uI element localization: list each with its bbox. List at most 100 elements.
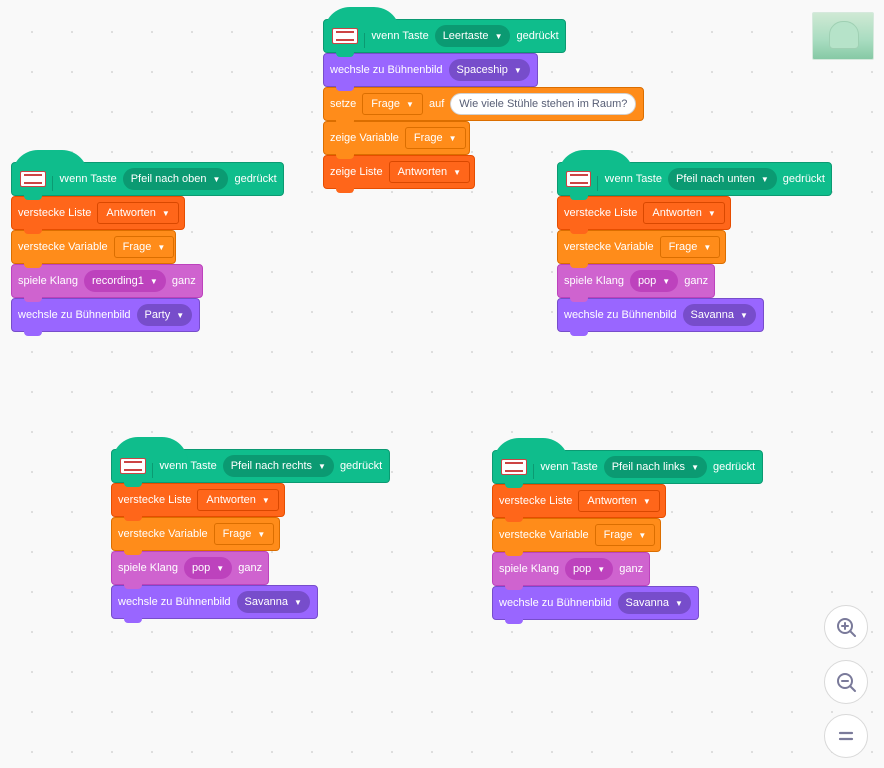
chevron-down-icon: ▼: [707, 208, 716, 218]
block-hide-list[interactable]: verstecke Liste Antworten▼: [492, 484, 666, 522]
backdrop-dropdown[interactable]: Savanna▼: [236, 591, 310, 613]
block-hide-variable[interactable]: verstecke Variable Frage▼: [11, 230, 176, 268]
variable-dropdown[interactable]: Frage▼: [113, 236, 175, 258]
backdrop-dropdown[interactable]: Spaceship▼: [448, 59, 530, 81]
chevron-down-icon: ▼: [161, 208, 170, 218]
chevron-down-icon: ▼: [703, 242, 712, 252]
variable-dropdown[interactable]: Frage▼: [659, 236, 721, 258]
block-label: verstecke Liste: [118, 494, 192, 506]
variable-dropdown[interactable]: Frage▼: [213, 523, 275, 545]
list-dropdown[interactable]: Antworten▼: [578, 490, 660, 512]
backdrop-dropdown[interactable]: Savanna▼: [617, 592, 691, 614]
list-dropdown[interactable]: Antworten▼: [643, 202, 725, 224]
reset-zoom-button[interactable]: [824, 714, 868, 758]
block-play-sound-until-done[interactable]: spiele Klang pop▼ ganz: [111, 551, 269, 589]
block-label: wechsle zu Bühnenbild: [564, 309, 677, 321]
hat-suffix: gedrückt: [339, 460, 383, 472]
chevron-down-icon: ▼: [691, 462, 699, 472]
script-down[interactable]: Wenn Taste Pfeil nach unten▼ gedrückt ve…: [557, 150, 832, 336]
key-dropdown[interactable]: Pfeil nach oben▼: [122, 168, 229, 190]
sound-dropdown[interactable]: pop▼: [629, 270, 679, 292]
block-switch-backdrop[interactable]: wechsle zu Bühnenbild Savanna▼: [557, 298, 764, 336]
block-play-sound-until-done[interactable]: spiele Klang recording1▼ ganz: [11, 264, 203, 302]
block-tail: ganz: [684, 275, 709, 287]
block-label: spiele Klang: [564, 275, 624, 287]
chevron-down-icon: ▼: [406, 99, 414, 109]
keyboard-icon: [501, 459, 527, 475]
block-label: wechsle zu Bühnenbild: [18, 309, 131, 321]
hat-block-key-pressed[interactable]: Wenn Taste Pfeil nach links▼ gedrückt: [492, 438, 763, 488]
block-label: verstecke Liste: [499, 495, 573, 507]
chevron-down-icon: ▼: [149, 276, 158, 286]
chevron-down-icon: ▼: [642, 496, 651, 506]
block-switch-backdrop[interactable]: wechsle zu Bühnenbild Spaceship▼: [323, 53, 538, 91]
block-hide-variable[interactable]: verstecke Variable Frage▼: [492, 518, 661, 556]
list-dropdown[interactable]: Antworten▼: [197, 489, 279, 511]
hat-block-key-pressed[interactable]: Wenn Taste Leertaste▼ gedrückt: [323, 7, 566, 57]
backdrop-dropdown[interactable]: Savanna▼: [682, 304, 756, 326]
hat-block-key-pressed[interactable]: Wenn Taste Pfeil nach unten▼ gedrückt: [557, 150, 832, 200]
key-dropdown[interactable]: Leertaste▼: [434, 25, 511, 47]
keyboard-icon: [20, 171, 46, 187]
script-right[interactable]: Wenn Taste Pfeil nach rechts▼ gedrückt v…: [111, 437, 390, 623]
variable-dropdown[interactable]: Frage▼: [594, 524, 656, 546]
chevron-down-icon: ▼: [662, 276, 671, 286]
block-show-list[interactable]: zeige Liste Antworten▼: [323, 155, 475, 193]
hat-prefix: Wenn Taste: [59, 173, 117, 185]
key-dropdown[interactable]: Pfeil nach unten▼: [667, 168, 777, 190]
hat-prefix: Wenn Taste: [371, 30, 429, 42]
script-up[interactable]: Wenn Taste Pfeil nach oben▼ gedrückt ver…: [11, 150, 284, 336]
block-play-sound-until-done[interactable]: spiele Klang pop▼ ganz: [492, 552, 650, 590]
variable-dropdown[interactable]: Frage▼: [362, 93, 423, 115]
chevron-down-icon: ▼: [257, 529, 266, 539]
keyboard-icon: [566, 171, 592, 187]
block-set-variable[interactable]: setze Frage▼ auf Wie viele Stühle stehen…: [323, 87, 644, 125]
block-hide-variable[interactable]: verstecke Variable Frage▼: [557, 230, 726, 268]
zoom-out-button[interactable]: [824, 660, 868, 704]
block-label: verstecke Variable: [118, 528, 208, 540]
zoom-in-button[interactable]: [824, 605, 868, 649]
block-hide-variable[interactable]: verstecke Variable Frage▼: [111, 517, 280, 555]
key-dropdown[interactable]: Pfeil nach rechts▼: [222, 455, 334, 477]
hat-suffix: gedrückt: [234, 173, 277, 185]
block-hide-list[interactable]: verstecke Liste Antworten▼: [557, 196, 731, 234]
block-switch-backdrop[interactable]: wechsle zu Bühnenbild Party▼: [11, 298, 200, 336]
sound-dropdown[interactable]: pop▼: [564, 558, 614, 580]
block-label: verstecke Liste: [18, 207, 92, 219]
list-dropdown[interactable]: Antworten▼: [388, 161, 471, 183]
hat-prefix: Wenn Taste: [540, 461, 598, 473]
block-hide-list[interactable]: verstecke Liste Antworten▼: [111, 483, 285, 521]
sound-dropdown[interactable]: recording1▼: [83, 270, 166, 292]
block-show-variable[interactable]: zeige Variable Frage▼: [323, 121, 470, 159]
block-label: verstecke Liste: [564, 207, 638, 219]
keyboard-icon: [120, 458, 146, 474]
block-hide-list[interactable]: verstecke Liste Antworten▼: [11, 196, 185, 234]
block-mid-label: auf: [428, 98, 445, 110]
hat-prefix: Wenn Taste: [604, 173, 662, 185]
value-input[interactable]: Wie viele Stühle stehen im Raum?: [450, 93, 637, 115]
chevron-down-icon: ▼: [212, 174, 221, 184]
chevron-down-icon: ▼: [157, 242, 166, 252]
block-label: spiele Klang: [18, 275, 78, 287]
hat-block-key-pressed[interactable]: Wenn Taste Pfeil nach oben▼ gedrückt: [11, 150, 284, 200]
block-play-sound-until-done[interactable]: spiele Klang pop▼ ganz: [557, 264, 715, 302]
block-label: wechsle zu Bühnenbild: [330, 64, 443, 76]
stage-thumbnail[interactable]: [812, 12, 874, 60]
script-left[interactable]: Wenn Taste Pfeil nach links▼ gedrückt ve…: [492, 438, 763, 624]
block-switch-backdrop[interactable]: wechsle zu Bühnenbild Savanna▼: [492, 586, 699, 624]
block-switch-backdrop[interactable]: wechsle zu Bühnenbild Savanna▼: [111, 585, 318, 623]
block-label: verstecke Variable: [564, 241, 654, 253]
variable-dropdown[interactable]: Frage▼: [404, 127, 466, 149]
block-label: wechsle zu Bühnenbild: [118, 596, 231, 608]
backdrop-dropdown[interactable]: Party▼: [136, 304, 193, 326]
list-dropdown[interactable]: Antworten▼: [97, 202, 179, 224]
script-space[interactable]: Wenn Taste Leertaste▼ gedrückt wechsle z…: [323, 7, 644, 193]
block-label: zeige Liste: [330, 166, 383, 178]
sound-dropdown[interactable]: pop▼: [183, 557, 233, 579]
hat-suffix: gedrückt: [516, 30, 559, 42]
block-tail: ganz: [171, 275, 196, 287]
block-label: zeige Variable: [330, 132, 399, 144]
key-dropdown[interactable]: Pfeil nach links▼: [603, 456, 707, 478]
hat-block-key-pressed[interactable]: Wenn Taste Pfeil nach rechts▼ gedrückt: [111, 437, 390, 487]
chevron-down-icon: ▼: [261, 495, 270, 505]
